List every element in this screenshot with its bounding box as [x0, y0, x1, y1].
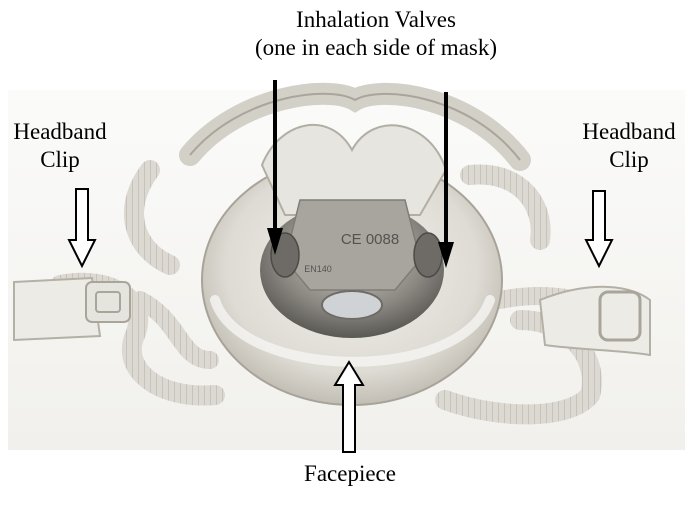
- headband-clip-left-line2: Clip: [0, 146, 120, 174]
- headband-clip-right-line2: Clip: [564, 146, 693, 174]
- exhalation-port: [322, 291, 382, 319]
- right-headband-clip: [540, 287, 650, 355]
- ce-mark-text: CE 0088: [341, 231, 399, 248]
- facepiece-label: Facepiece: [250, 460, 450, 488]
- inhalation-valves-title: Inhalation Valves: [196, 6, 556, 34]
- headband-clip-left-label: Headband Clip: [0, 118, 120, 174]
- inhalation-valve-right: [414, 233, 442, 277]
- headband-clip-right-line1: Headband: [564, 118, 693, 146]
- headband-clip-right-label: Headband Clip: [564, 118, 693, 174]
- standard-mark-text: EN140: [304, 264, 332, 274]
- headband-clip-left-line1: Headband: [0, 118, 120, 146]
- inhalation-valves-note: (one in each side of mask): [196, 34, 556, 62]
- inhalation-valves-label: Inhalation Valves (one in each side of m…: [196, 6, 556, 62]
